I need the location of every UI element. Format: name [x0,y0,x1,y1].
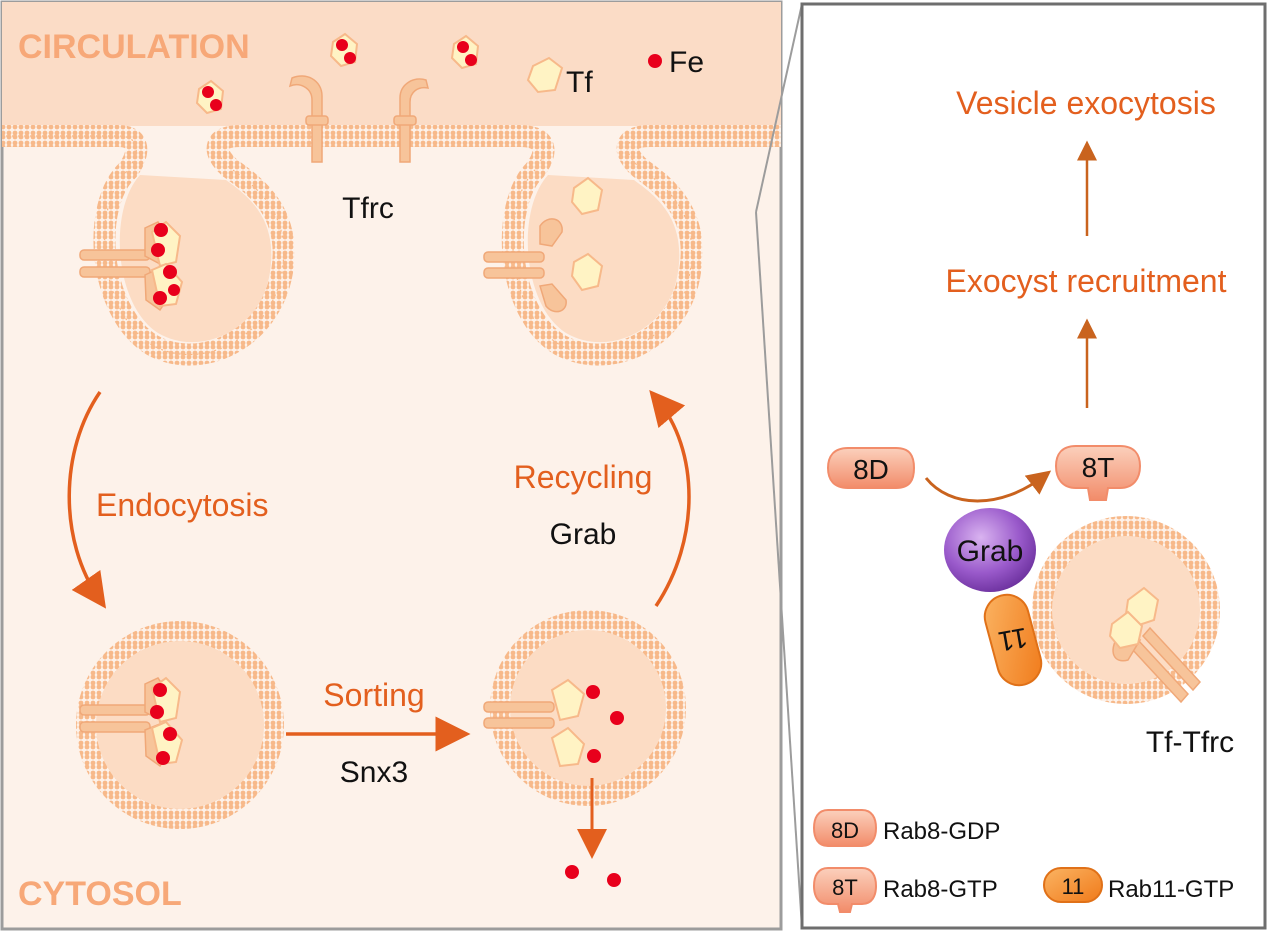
rab8-gdp-text: 8D [853,454,889,485]
fe-legend-icon [648,54,662,68]
exocyst-recruitment-label: Exocyst recruitment [946,263,1227,299]
grab-protein: Grab [944,508,1036,592]
legend-rab11-gtp-label: Rab11-GTP [1108,876,1234,903]
legend-rab8-gtp: 8T Rab8-GTP [812,867,998,913]
legend-rab8-gdp-key: 8D [831,818,859,843]
cytosol-label: CYTOSOL [18,875,182,913]
grab-protein-text: Grab [957,535,1024,568]
right-panel: Vesicle exocytosis Exocyst recruitment 8… [800,2,1267,930]
sorting-label: Sorting [323,677,424,713]
tfrc-receptor-surface [288,75,430,163]
recycling-arrow [649,389,691,607]
pit-left-cargo [79,220,184,312]
pit-right-cargo [483,176,604,313]
snx3-label: Snx3 [340,756,408,789]
endocytosis-arrow [67,391,107,609]
zoom-line-top [755,3,803,213]
circulation-label: CIRCULATION [18,28,250,66]
rab8-activation-arrow [924,470,1052,503]
legend-rab8-gtp-key: 8T [832,875,858,900]
legend-rab8-gdp-label: Rab8-GDP [883,818,1000,845]
endosome-right [483,610,686,806]
tf-legend-label: Tf [566,66,593,99]
vesicle-exocytosis-label: Vesicle exocytosis [956,85,1216,121]
endosome-left [76,621,284,829]
zoom-line-bottom [755,211,803,929]
holo-tf-free [195,32,480,115]
rab11-badge: 11 [983,593,1043,687]
rab8-gtp-text: 8T [1082,452,1115,483]
rab8-gtp-badge: 8T [1054,445,1142,501]
tfrc-label: Tfrc [342,192,394,225]
recycling-label: Recycling [514,459,653,495]
legend-rab8-gdp: 8D Rab8-GDP [812,809,1000,847]
fe-legend-label: Fe [669,46,704,79]
endocytosis-label: Endocytosis [96,487,269,523]
tf-tfrc-label: Tf-Tfrc [1146,726,1234,759]
legend: 8D Rab8-GDP 8T Rab8-GTP 11 Rab11-GTP [812,809,1234,913]
recycling-vesicle [1032,516,1220,704]
legend-rab11-gtp-key: 11 [1062,874,1085,899]
legend-rab8-gtp-label: Rab8-GTP [883,876,998,903]
legend-rab11-gtp: 11 Rab11-GTP [1043,867,1234,903]
pit-right-lumen [527,175,680,343]
grab-factor-label: Grab [550,518,617,551]
rab11-text: 11 [996,622,1030,658]
left-panel: CIRCULATION CYTOSOL Tf Fe [0,0,783,931]
plasma-membrane [2,125,781,366]
rab8-gdp-badge: 8D [826,447,916,489]
iron-release [565,778,621,887]
tf-legend-icon [526,56,564,94]
